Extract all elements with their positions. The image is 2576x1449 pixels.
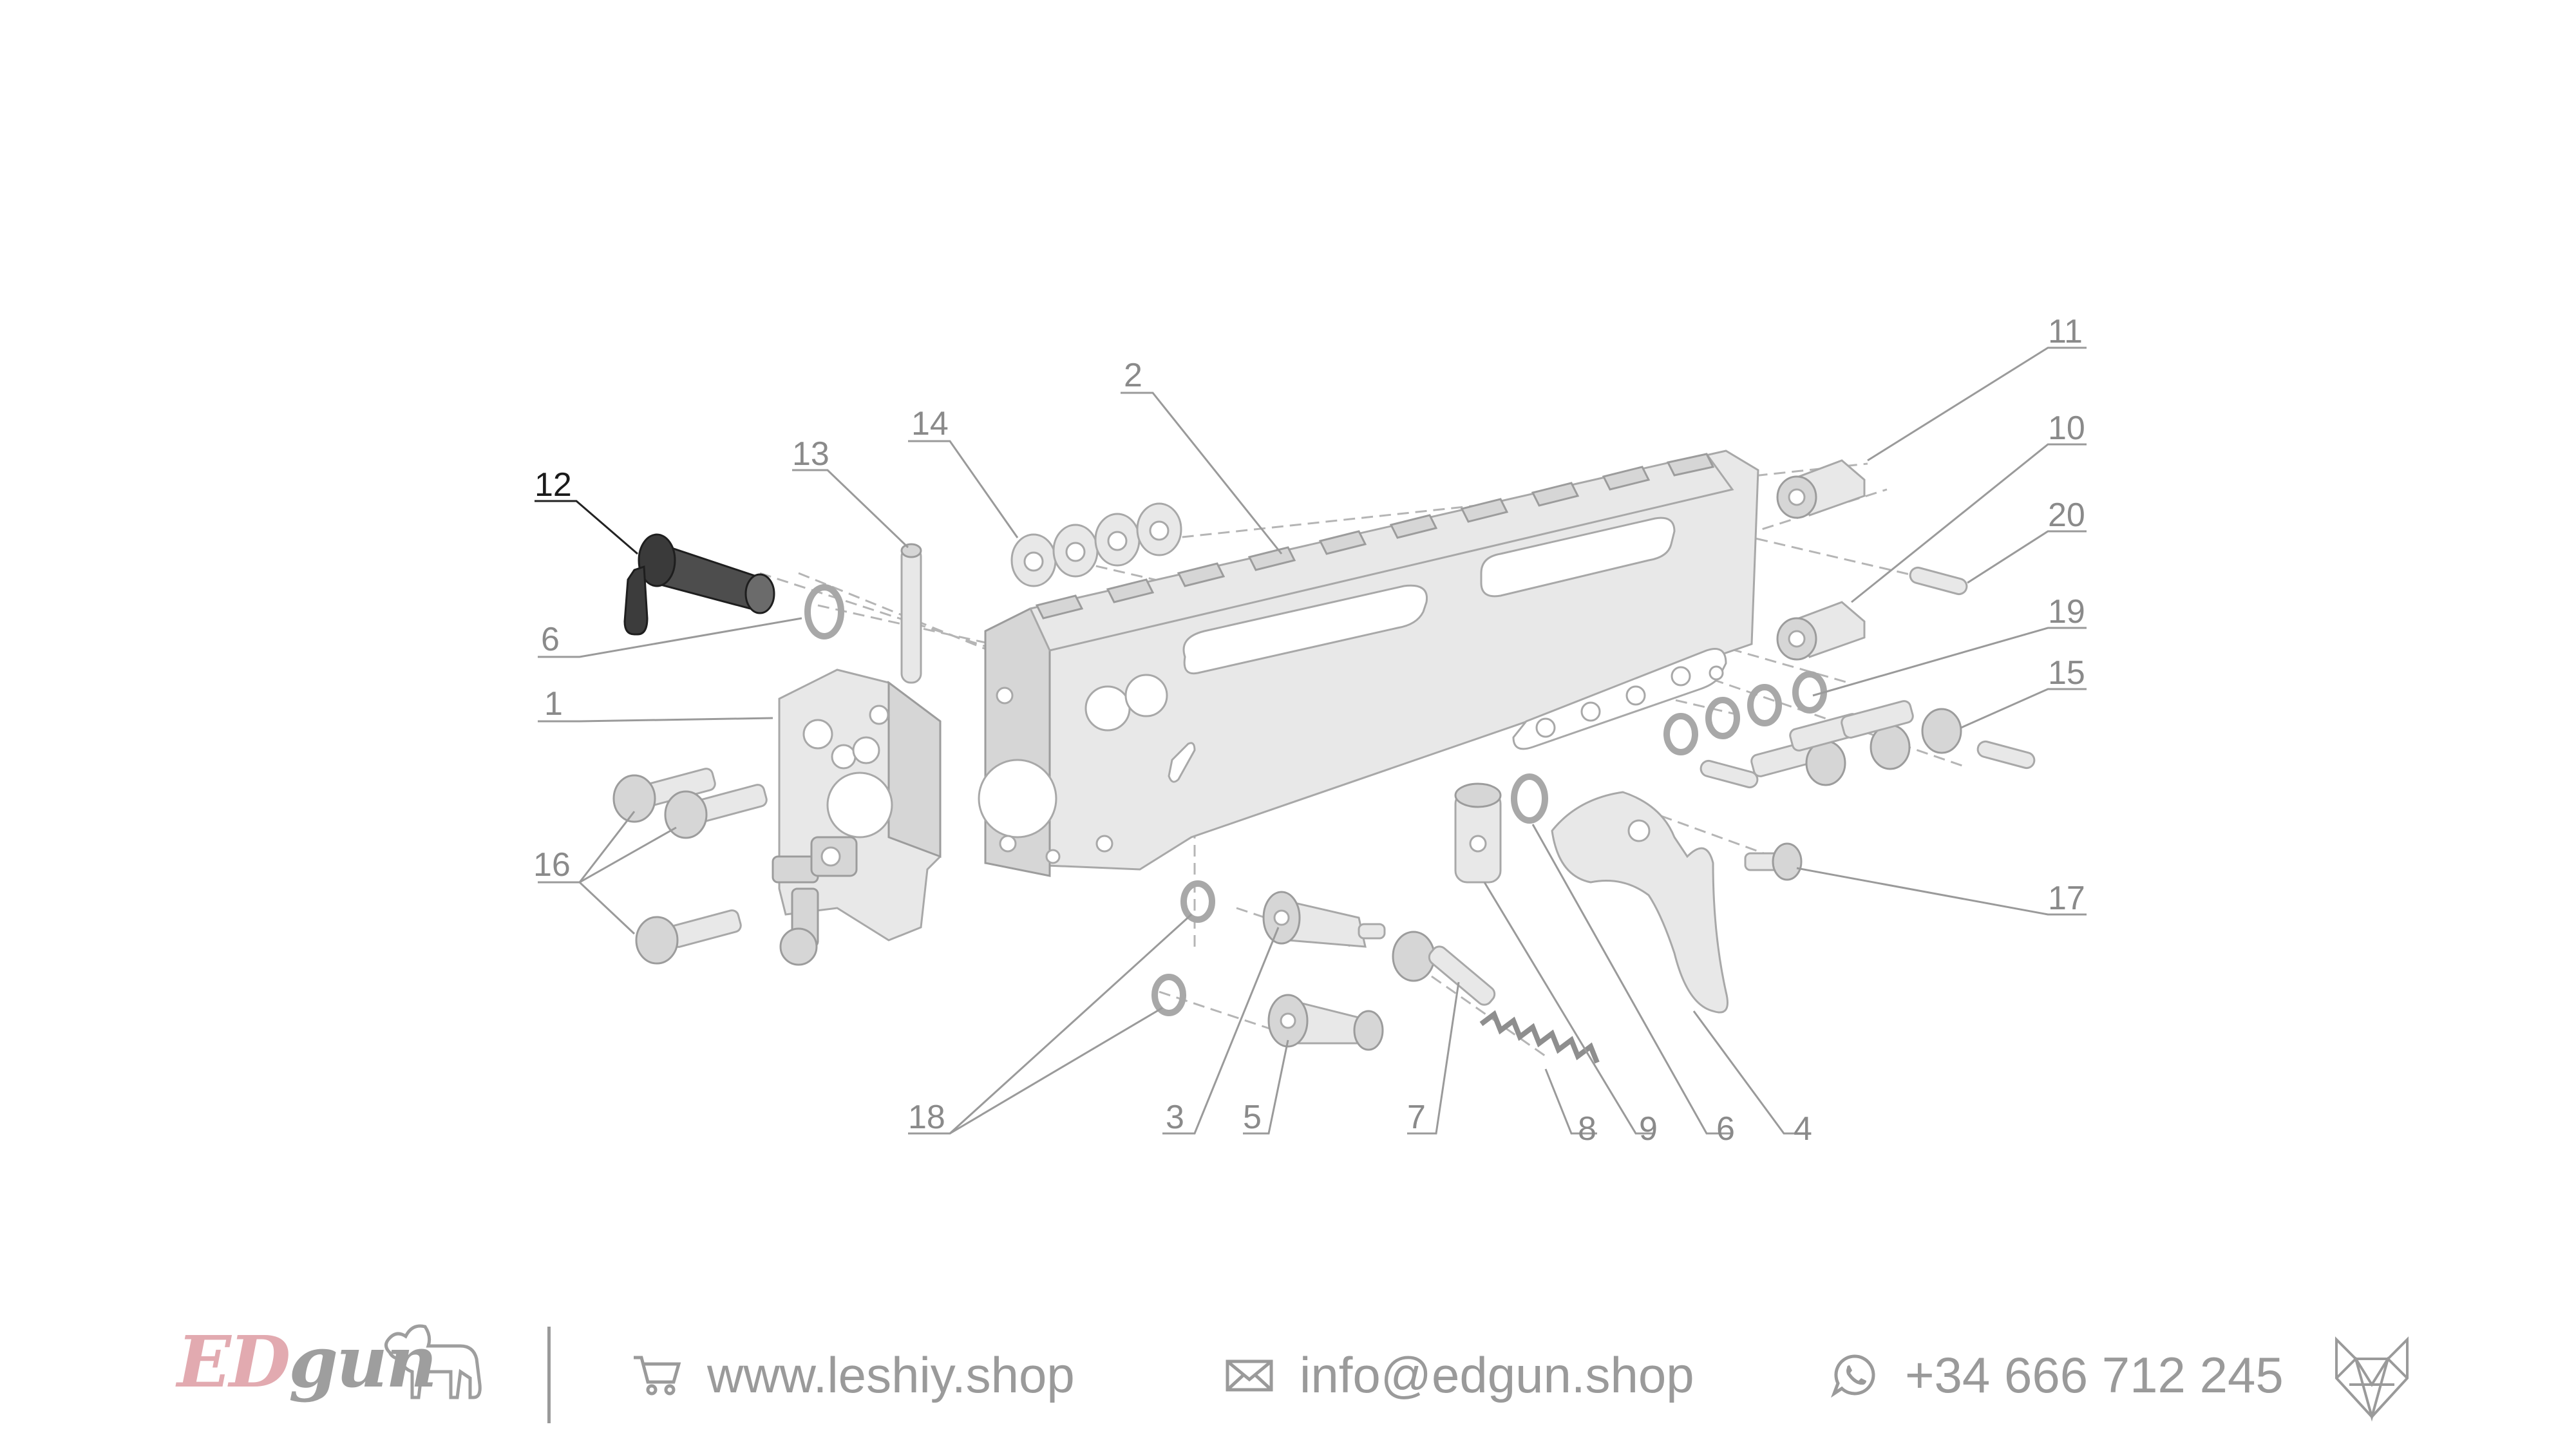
- callout-9: 9: [1639, 1110, 1658, 1148]
- phone-text: +34 666 712 245: [1905, 1346, 2284, 1403]
- callout-3: 3: [1166, 1099, 1184, 1136]
- dog-icon: [384, 1324, 482, 1399]
- part-6-o-ring: [804, 584, 844, 639]
- callout-17: 17: [2048, 880, 2085, 917]
- whatsapp-icon: [1831, 1354, 1875, 1397]
- part-13-pin: [900, 543, 922, 684]
- callout-10: 10: [2048, 410, 2085, 447]
- cart-icon: [634, 1356, 681, 1396]
- website-text: www.leshiy.shop: [707, 1346, 1075, 1403]
- brand-wordmark: EDgun: [177, 1320, 437, 1403]
- callout-18: 18: [908, 1099, 945, 1136]
- email-link[interactable]: info@edgun.shop: [1224, 1346, 1694, 1404]
- callout-11: 11: [2048, 313, 2083, 350]
- callout-1: 1: [544, 685, 563, 723]
- picatinny-rail: [1035, 453, 1715, 620]
- part-5-bushing: [1267, 994, 1384, 1051]
- part-20-pin: [1909, 566, 1968, 596]
- part-2-receiver: [978, 450, 1759, 877]
- part-7-pin: [1392, 931, 1496, 1006]
- envelope-icon: [1226, 1359, 1273, 1392]
- part-11-bushing: [1776, 459, 1866, 519]
- part-16-screws: [612, 768, 768, 965]
- part-3-block: [1262, 891, 1386, 948]
- callout-15: 15: [2048, 654, 2085, 692]
- part-18-washer-b: [1151, 974, 1186, 1016]
- callout-12: 12: [535, 466, 572, 504]
- leader-lines: [535, 346, 2087, 1135]
- callout-16: 16: [533, 846, 571, 884]
- callout-8: 8: [1578, 1110, 1596, 1148]
- callout-2: 2: [1124, 357, 1142, 394]
- part-14-nuts: [1010, 502, 1182, 587]
- part-10-bushing: [1776, 601, 1866, 661]
- part-8-spring: [1479, 1010, 1600, 1064]
- callout-6b: 6: [1716, 1110, 1735, 1148]
- part-6-o-ring-b: [1511, 773, 1548, 824]
- callout-14: 14: [911, 405, 949, 442]
- part-20-pin-b: [1976, 740, 2036, 770]
- callout-4: 4: [1794, 1110, 1812, 1148]
- callout-6: 6: [541, 621, 560, 658]
- email-text: info@edgun.shop: [1300, 1346, 1694, 1403]
- callout-5: 5: [1243, 1099, 1262, 1136]
- part-20-pin-c: [1700, 759, 1759, 789]
- phone-link[interactable]: +34 666 712 245: [1829, 1346, 2284, 1404]
- callout-13: 13: [792, 435, 829, 473]
- website-link[interactable]: www.leshiy.shop: [631, 1346, 1075, 1404]
- part-1-block: [772, 668, 942, 966]
- footer-divider: [547, 1327, 551, 1423]
- part-4-trigger: [1551, 791, 1728, 1014]
- callout-7: 7: [1407, 1099, 1426, 1136]
- part-15-screws: [1750, 700, 1962, 786]
- part-9-sleeve: [1454, 782, 1502, 884]
- wolf-head-icon: [2335, 1336, 2409, 1422]
- edgun-logo[interactable]: EDgun: [177, 1307, 482, 1423]
- part-12-safety-lever: [623, 533, 775, 636]
- part-17-screw: [1744, 842, 1803, 881]
- callout-19: 19: [2048, 593, 2085, 630]
- callout-20: 20: [2048, 497, 2085, 534]
- callout-labels: 12 6 1 16 13 14 2 11 10 20 19 15 17 18 3…: [533, 313, 2085, 1148]
- part-18-washer: [1180, 880, 1215, 923]
